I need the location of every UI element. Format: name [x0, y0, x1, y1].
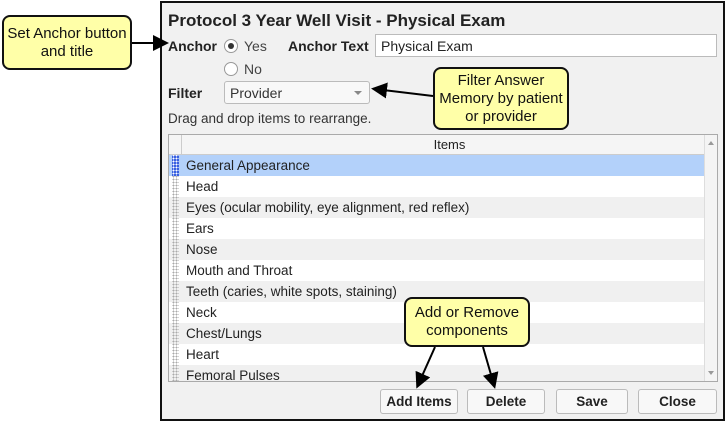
drag-hint: Drag and drop items to rearrange.	[168, 111, 372, 126]
item-label: Heart	[186, 347, 220, 362]
drag-handle-icon[interactable]	[169, 365, 182, 381]
list-item[interactable]: Neck	[169, 302, 704, 323]
arrow-icon	[482, 346, 499, 389]
drag-handle-icon[interactable]	[169, 344, 182, 365]
arrow-icon	[371, 82, 434, 99]
radio-checked-icon	[224, 39, 238, 53]
delete-button[interactable]: Delete	[467, 389, 545, 414]
anchor-text-input[interactable]: Physical Exam	[375, 34, 717, 57]
anchor-label: Anchor	[168, 38, 217, 54]
drag-handle-icon[interactable]	[169, 239, 182, 260]
callout-components: Add or Remove components	[404, 297, 530, 347]
list-item[interactable]: Mouth and Throat	[169, 260, 704, 281]
filter-select[interactable]: Provider	[224, 81, 370, 104]
radio-label: Yes	[244, 38, 267, 54]
callout-filter: Filter Answer Memory by patient or provi…	[433, 67, 569, 130]
callout-text: Filter Answer Memory by patient or provi…	[439, 71, 563, 125]
list-item[interactable]: Heart	[169, 344, 704, 365]
callout-text: Add or Remove components	[414, 304, 520, 339]
anchor-text-label: Anchor Text	[288, 38, 369, 54]
drag-handle-icon[interactable]	[169, 155, 182, 176]
list-item[interactable]: Ears	[169, 218, 704, 239]
list-item[interactable]: General Appearance	[169, 155, 704, 176]
item-label: General Appearance	[186, 158, 310, 173]
chevron-down-icon	[354, 91, 362, 95]
drag-handle-icon[interactable]	[169, 260, 182, 281]
callout-anchor: Set Anchor button and title	[2, 15, 132, 70]
add-items-button[interactable]: Add Items	[380, 389, 458, 414]
list-item[interactable]: Head	[169, 176, 704, 197]
filter-label: Filter	[168, 85, 203, 101]
list-item[interactable]: Femoral Pulses	[169, 365, 704, 382]
radio-unchecked-icon	[224, 62, 238, 76]
list-item[interactable]: Nose	[169, 239, 704, 260]
filter-value: Provider	[230, 85, 283, 101]
drag-handle-icon[interactable]	[169, 218, 182, 239]
item-label: Femoral Pulses	[186, 368, 280, 382]
close-button[interactable]: Close	[638, 389, 717, 414]
drag-handle-icon[interactable]	[169, 176, 182, 197]
scrollbar[interactable]	[704, 135, 717, 381]
scroll-down-icon[interactable]	[708, 371, 714, 375]
anchor-yes-radio[interactable]: Yes	[224, 38, 267, 54]
list-item[interactable]: Teeth (caries, white spots, staining)	[169, 281, 704, 302]
item-label: Eyes (ocular mobility, eye alignment, re…	[186, 200, 470, 215]
item-label: Neck	[186, 305, 217, 320]
callout-text: Set Anchor button and title	[7, 24, 127, 60]
radio-label: No	[244, 61, 262, 77]
anchor-no-radio[interactable]: No	[224, 61, 262, 77]
item-label: Head	[186, 179, 219, 194]
item-label: Teeth (caries, white spots, staining)	[186, 284, 397, 299]
item-label: Chest/Lungs	[186, 326, 262, 341]
save-button[interactable]: Save	[556, 389, 628, 414]
scroll-up-icon[interactable]	[708, 141, 714, 145]
arrow-icon	[415, 346, 436, 389]
drag-handle-icon[interactable]	[169, 197, 182, 218]
drag-handle-icon[interactable]	[169, 281, 182, 302]
drag-handle-icon[interactable]	[169, 323, 182, 344]
list-item[interactable]: Eyes (ocular mobility, eye alignment, re…	[169, 197, 704, 218]
table-header: Items	[169, 135, 717, 155]
drag-handle-icon[interactable]	[169, 302, 182, 323]
item-label: Mouth and Throat	[186, 263, 293, 278]
items-column-header[interactable]: Items	[433, 137, 466, 152]
dialog-title: Protocol 3 Year Well Visit - Physical Ex…	[168, 11, 506, 30]
item-label: Ears	[186, 221, 214, 236]
item-label: Nose	[186, 242, 218, 257]
